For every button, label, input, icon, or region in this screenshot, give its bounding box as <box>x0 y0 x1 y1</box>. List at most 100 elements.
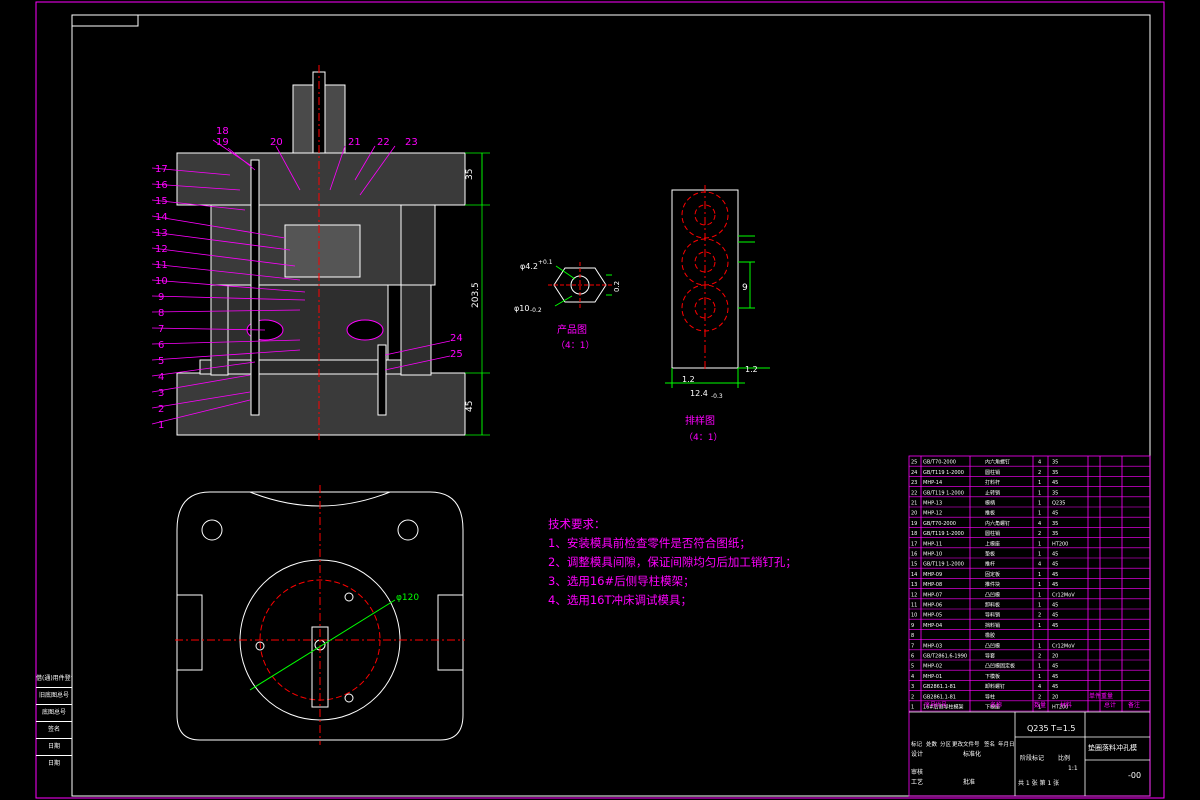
table-cell: 13 <box>911 582 917 588</box>
table-cell: 45 <box>1052 572 1058 578</box>
outer-frame <box>35 1 1165 799</box>
table-cell: 7 <box>911 643 914 649</box>
product-view-labels: φ4.2 +0.1 φ10 -0.2 0.2 产品图 （4：1） <box>514 259 621 351</box>
dimension-lines <box>465 152 490 436</box>
table-cell: 1 <box>1038 623 1041 629</box>
note-4: 4、选用16T冲床调试模具； <box>548 593 692 607</box>
callout-24: 24 <box>450 333 463 344</box>
strip-gap-1: 1.2 <box>682 375 695 384</box>
table-cell: GB/T119 1-2000 <box>923 562 964 568</box>
table-cell: 固定板 <box>985 571 1000 578</box>
tb-material: Q235 T=1.5 <box>1027 724 1075 733</box>
table-cell: 4 <box>1038 684 1041 690</box>
side-strip-cell: 底图总号 <box>36 705 72 722</box>
notes-heading: 技术要求： <box>548 517 606 531</box>
table-cell: 2 <box>1038 654 1041 660</box>
table-cell: GB/T70-2000 <box>923 521 956 527</box>
tb-sheet-info: 共 1 张 第 1 张 <box>1018 779 1059 787</box>
callout-18: 18 <box>216 126 229 137</box>
tb-drawing-name: 垫圈落料冲孔模 <box>1088 743 1137 752</box>
callout-14: 14 <box>155 212 168 223</box>
plan-view <box>175 485 465 745</box>
table-cell: 22 <box>911 490 917 496</box>
table-cell: 35 <box>1052 521 1058 527</box>
table-cell: MHP-07 <box>923 592 942 598</box>
callout-3: 3 <box>158 388 164 399</box>
tb-header-name: 名称 <box>990 701 1002 709</box>
table-cell: 35 <box>1052 460 1058 466</box>
strip-view-title: 排样图 <box>685 414 715 427</box>
note-3: 3、选用16#后侧导柱模架； <box>548 574 695 588</box>
callout-leaders <box>151 139 451 425</box>
table-cell: 导柱 <box>985 693 995 700</box>
table-cell: Cr12MoV <box>1052 643 1075 649</box>
table-cell: 1 <box>1038 490 1041 496</box>
tb-sign-1: 标记 <box>911 740 923 748</box>
table-cell: 45 <box>1052 552 1058 558</box>
table-cell: 5 <box>911 664 914 670</box>
dim-overall-height: 203.5 <box>471 282 481 308</box>
table-cell: 2 <box>1038 613 1041 619</box>
table-cell: MHP-12 <box>923 511 942 517</box>
table-cell: MHP-08 <box>923 582 942 588</box>
table-cell: 打料杆 <box>985 479 1000 486</box>
table-cell: MHP-02 <box>923 664 942 670</box>
table-cell: 内六角螺钉 <box>985 520 1010 527</box>
table-cell: 导料销 <box>985 612 1000 619</box>
side-strip-cell: 签名 <box>36 722 72 739</box>
table-cell: 下模座 <box>985 704 1000 711</box>
table-cell: 6 <box>911 654 914 660</box>
table-cell: 4 <box>1038 460 1041 466</box>
table-cell: 卸料板 <box>985 602 1000 609</box>
table-cell: 35 <box>1052 470 1058 476</box>
tb-header-mat: 材料 <box>1060 701 1072 709</box>
callout-21: 21 <box>348 137 361 148</box>
side-strip-cell: 借(通)用件登记 <box>36 671 72 688</box>
table-cell: 垫板 <box>985 551 995 558</box>
table-cell: 45 <box>1052 603 1058 609</box>
product-view-scale: （4：1） <box>556 340 594 351</box>
tb-drawing-no: -00 <box>1128 771 1141 780</box>
table-cell: 1 <box>1038 603 1041 609</box>
table-cell: MHP-03 <box>923 643 942 649</box>
callout-20: 20 <box>270 137 283 148</box>
table-cell: MHP-05 <box>923 613 942 619</box>
tb-sign-2: 处数 <box>926 740 938 748</box>
callout-22: 22 <box>377 137 390 148</box>
table-cell: 45 <box>1052 480 1058 486</box>
tb-sign-6: 年月日 <box>998 740 1015 748</box>
table-cell: 45 <box>1052 623 1058 629</box>
tb-header-total: 总计 <box>1104 701 1116 709</box>
table-cell: 1 <box>911 705 914 711</box>
callout-6: 6 <box>158 340 164 351</box>
table-cell: 45 <box>1052 613 1058 619</box>
callout-23: 23 <box>405 137 418 148</box>
table-cell: 10 <box>911 613 917 619</box>
table-cell: MHP-09 <box>923 572 942 578</box>
table-cell: 止转销 <box>985 489 1000 496</box>
strip-gap-2: 1.2 <box>745 365 758 374</box>
callout-12: 12 <box>155 244 168 255</box>
callout-8: 8 <box>158 308 164 319</box>
table-cell: 11 <box>911 603 917 609</box>
table-cell: MHP-04 <box>923 623 942 629</box>
table-cell: MHP-10 <box>923 552 942 558</box>
callout-10: 10 <box>155 276 168 287</box>
table-cell: 1 <box>1038 480 1041 486</box>
table-cell: MHP-11 <box>923 541 942 547</box>
corner-box <box>71 14 139 27</box>
technical-notes: 技术要求： 1、安装模具前检查零件是否符合图纸； 2、调整模具间隙，保证间隙均匀… <box>548 515 797 610</box>
table-cell: 1 <box>1038 592 1041 598</box>
table-cell: 推板 <box>985 510 995 517</box>
tb-header-remark: 备注 <box>1128 701 1140 709</box>
tb-ratio-label: 比例 <box>1058 754 1070 762</box>
table-cell: 18 <box>911 531 917 537</box>
table-cell: MHP-14 <box>923 480 942 486</box>
tb-stage-label: 阶段标记 <box>1020 754 1044 762</box>
table-cell: 2 <box>1038 531 1041 537</box>
side-registration-strip: 借(通)用件登记 旧底图总号 底图总号 签名 日期 日期 <box>36 671 72 772</box>
table-cell: 1 <box>1038 541 1041 547</box>
strip-view-labels: 9 12.4 -0.3 1.2 1.2 排样图 （4：1） <box>682 283 758 443</box>
product-view-title: 产品图 <box>557 323 587 336</box>
